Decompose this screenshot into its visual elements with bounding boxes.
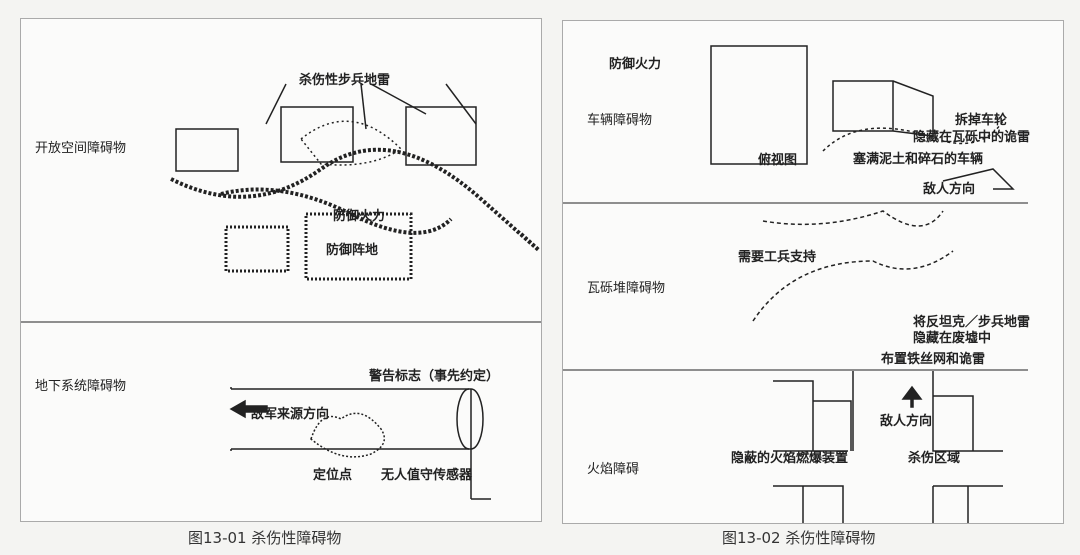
mines-line2: 隐藏在废墟中 [913,331,992,346]
wheels-label: 拆掉车轮 [955,113,1008,128]
mines-label: 杀伤性步兵地雷 [299,73,391,88]
vehicle-enemy-label: 敌人方向 [923,182,976,197]
flame-label: 火焰障碍 [587,462,640,477]
figure-13-01: 开放空间障碍物 杀伤性步兵地雷 防御火力 防御阵地 地下系统障碍物 警告标志（事… [20,18,542,522]
figure-13-02-caption: 图13-02 杀伤性障碍物 [722,529,876,547]
figure-13-01-caption: 图13-01 杀伤性障碍物 [188,529,342,547]
open-space-label: 开放空间障碍物 [35,141,127,156]
booby-label: 隐藏在瓦砾中的诡雷 [913,130,1031,145]
kill-zone-label: 杀伤区域 [908,451,961,466]
engineer-label: 需要工兵支持 [738,250,817,265]
rubble-label: 瓦砾堆障碍物 [587,281,666,296]
device-label: 隐蔽的火焰燃爆装置 [731,451,849,466]
figure-13-01-drawing [21,83,541,500]
figure-13-02: 车辆障碍物 防御火力 拆掉车轮 隐藏在瓦砾中的诡雷 塞满泥土和碎石的车辆 俯视图… [562,20,1064,524]
vehicle-fire-label: 防御火力 [609,57,662,72]
wire-label: 布置铁丝网和诡雷 [881,352,986,367]
enemy-label: 敌军来源方向 [251,407,330,422]
sensor-label: 无人值守传感器 [381,468,473,483]
figure-13-02-drawing [563,45,1028,523]
vehicle-label: 车辆障碍物 [587,113,653,128]
underground-label: 地下系统障碍物 [35,379,127,394]
flame-enemy-label: 敌人方向 [880,414,933,429]
point-label: 定位点 [313,468,353,483]
warning-label: 警告标志（事先约定） [369,369,500,384]
filled-label: 塞满泥土和碎石的车辆 [853,152,984,167]
position-label: 防御阵地 [326,243,379,258]
mines-line1: 将反坦克／步兵地雷 [913,315,1031,330]
fire-label: 防御火力 [333,209,386,224]
topview-label: 俯视图 [758,153,798,168]
